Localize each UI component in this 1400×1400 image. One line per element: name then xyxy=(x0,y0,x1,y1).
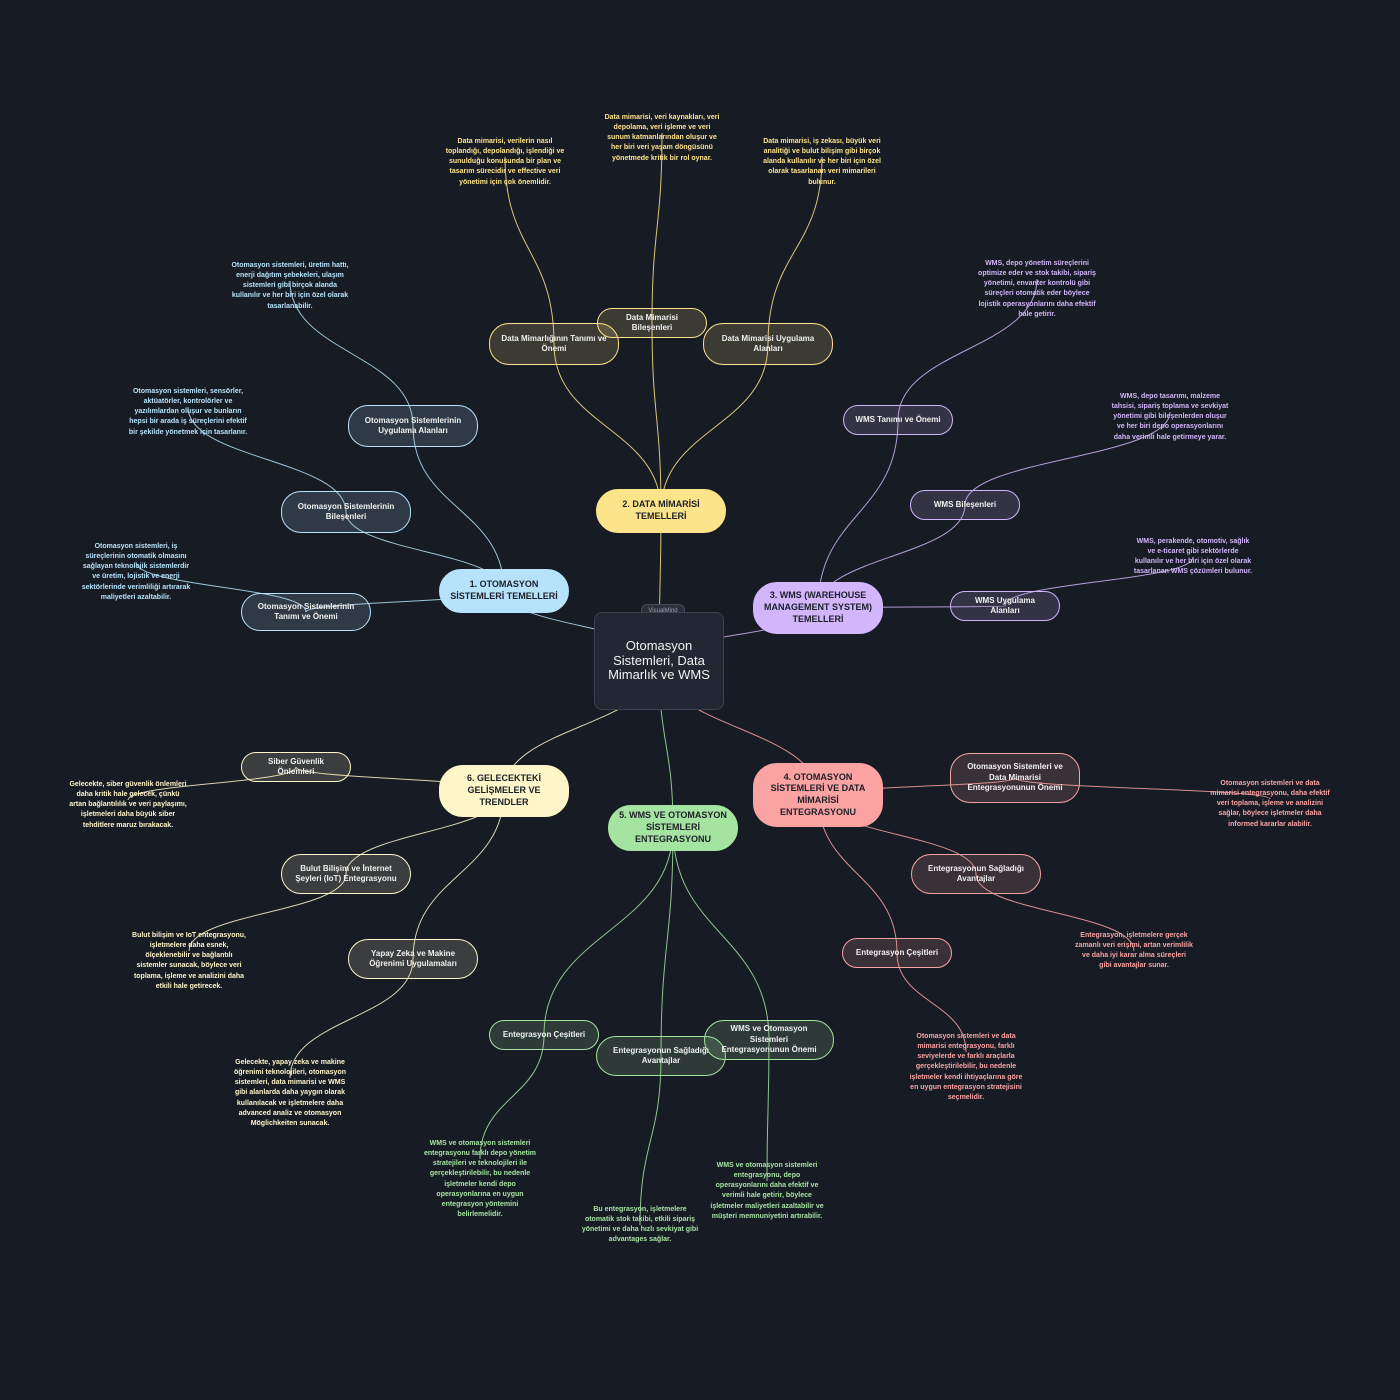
sub-1-3-link xyxy=(412,425,505,592)
sub-topic-6-2[interactable]: Bulut Bilişim ve İnternet Şeyleri (IoT) … xyxy=(281,854,411,894)
leaf-note-3-3: WMS, perakende, otomotiv, sağlık ve e-ti… xyxy=(1133,538,1253,576)
leaf-1-1-link xyxy=(135,561,307,613)
leaf-5-3-link xyxy=(766,1039,770,1182)
leaf-6-2-link xyxy=(188,873,347,952)
sub-topic-6-3[interactable]: Yapay Zeka ve Makine Öğrenimi Uygulamala… xyxy=(348,939,478,979)
leaf-2-1-link xyxy=(504,156,555,345)
leaf-note-1-2: Otomasyon sistemleri, sensörler, aktüatö… xyxy=(128,388,248,436)
leaf-note-3-1: WMS, depo yönetim süreçlerini optimize e… xyxy=(978,260,1096,318)
leaf-note-4-3: Otomasyon sistemleri ve data mimarisi en… xyxy=(909,1033,1023,1101)
leaf-2-3-link xyxy=(767,156,823,345)
leaf-3-1-link xyxy=(897,278,1038,421)
branch-6-node[interactable]: 6. GELECEKTEKİ GELİŞMELER VE TRENDLER xyxy=(439,765,569,817)
sub-topic-2-1[interactable]: Data Mimarlığının Tanımı ve Önemi xyxy=(489,323,619,365)
leaf-note-5-3: WMS ve otomasyon sistemleri entegrasyonu… xyxy=(710,1162,824,1220)
leaf-note-5-1: WMS ve otomasyon sistemleri entegrasyonu… xyxy=(423,1140,537,1218)
sub-5-2-link xyxy=(660,827,674,1057)
sub-5-1-link xyxy=(543,827,674,1036)
sub-topic-5-3[interactable]: WMS ve Otomasyon Sistemleri Entegrasyonu… xyxy=(704,1020,834,1060)
sub-2-1-link xyxy=(553,343,662,512)
leaf-1-3-link xyxy=(289,280,414,427)
leaf-note-1-3: Otomasyon sistemleri, üretim hattı, ener… xyxy=(231,262,349,310)
leaf-note-6-1: Gelecekte, siber güvenlik önlemleri daha… xyxy=(69,781,187,829)
sub-3-1-link xyxy=(817,419,899,609)
sub-2-3-link xyxy=(660,343,769,512)
branch-2-node[interactable]: 2. DATA MİMARİSİ TEMELLERİ xyxy=(596,489,726,533)
leaf-note-6-2: Bulut bilişim ve IoT entegrasyonu, işlet… xyxy=(132,932,246,990)
sub-topic-4-3[interactable]: Entegrasyon Çeşitleri xyxy=(842,938,952,968)
sub-topic-6-1[interactable]: Siber Güvenlik Önlemleri xyxy=(241,752,351,782)
sub-topic-1-1[interactable]: Otomasyon Sistemlerinin Tanımı ve Önemi xyxy=(241,593,371,631)
leaf-note-2-2: Data mimarisi, veri kaynakları, veri dep… xyxy=(604,114,720,162)
sub-topic-2-2[interactable]: Data Mimarisi Bileşenleri xyxy=(597,308,707,338)
branch-3-node[interactable]: 3. WMS (WAREHOUSE MANAGEMENT SYSTEM) TEM… xyxy=(753,582,883,634)
sub-5-3-link xyxy=(672,827,770,1041)
sub-topic-3-2[interactable]: WMS Bileşenleri xyxy=(910,490,1020,520)
leaf-note-2-1: Data mimarisi, verilerin nasıl toplandığ… xyxy=(445,138,565,186)
sub-topic-1-2[interactable]: Otomasyon Sistemlerinin Bileşenleri xyxy=(281,491,411,533)
leaf-3-2-link xyxy=(964,411,1171,506)
leaf-5-1-link xyxy=(479,1034,545,1160)
sub-topic-5-1[interactable]: Entegrasyon Çeşitleri xyxy=(489,1020,599,1050)
sub-topic-3-1[interactable]: WMS Tanımı ve Önemi xyxy=(843,405,953,435)
leaf-5-2-link xyxy=(639,1055,662,1226)
sub-topic-1-3[interactable]: Otomasyon Sistemlerinin Uygulama Alanlar… xyxy=(348,405,478,447)
leaf-note-4-2: Entegrasyon, işletmelere gerçek zamanlı … xyxy=(1075,932,1193,970)
sub-topic-3-3[interactable]: WMS Uygulama Alanları xyxy=(950,591,1060,621)
sub-2-2-link xyxy=(651,322,662,512)
sub-topic-2-3[interactable]: Data Mimarisi Uygulama Alanları xyxy=(703,323,833,365)
leaf-3-3-link xyxy=(1004,556,1194,607)
sub-topic-4-2[interactable]: Entegrasyonun Sağladığı Avantajlar xyxy=(911,854,1041,894)
branch-5-node[interactable]: 5. WMS VE OTOMASYON SİSTEMLERİ ENTEGRASY… xyxy=(608,805,738,851)
leaf-6-1-link xyxy=(127,766,297,801)
branch-4-node[interactable]: 4. OTOMASYON SİSTEMLERİ VE DATA MİMARİSİ… xyxy=(753,763,883,827)
sub-topic-4-1[interactable]: Otomasyon Sistemleri ve Data Mimarisi En… xyxy=(950,753,1080,803)
leaf-note-6-3: Gelecekte, yapay zeka ve makine öğrenimi… xyxy=(233,1059,347,1127)
branch-1-node[interactable]: 1. OTOMASYON SİSTEMLERİ TEMELLERİ xyxy=(439,569,569,613)
leaf-4-3-link xyxy=(896,952,967,1053)
sub-topic-5-2[interactable]: Entegrasyonun Sağladığı Avantajlar xyxy=(596,1036,726,1076)
leaf-note-4-1: Otomasyon sistemleri ve data mimarisi en… xyxy=(1210,780,1330,828)
sub-6-3-link xyxy=(412,790,505,960)
leaf-2-2-link xyxy=(651,132,663,324)
leaf-1-2-link xyxy=(187,406,347,513)
leaf-note-5-2: Bu entegrasyon, işletmelere otomatik sto… xyxy=(581,1206,699,1244)
leaf-note-2-3: Data mimarisi, iş zekası, büyük veri ana… xyxy=(763,138,881,186)
leaf-note-3-2: WMS, depo tasarımı, malzeme tahsisi, sip… xyxy=(1111,393,1229,441)
leaf-note-1-1: Otomasyon sistemleri, iş süreçlerinin ot… xyxy=(81,543,191,601)
leaf-4-2-link xyxy=(975,873,1135,952)
central-topic[interactable]: Otomasyon Sistemleri, Data Mimarlık ve W… xyxy=(594,612,724,710)
leaf-4-1-link xyxy=(1014,777,1271,800)
